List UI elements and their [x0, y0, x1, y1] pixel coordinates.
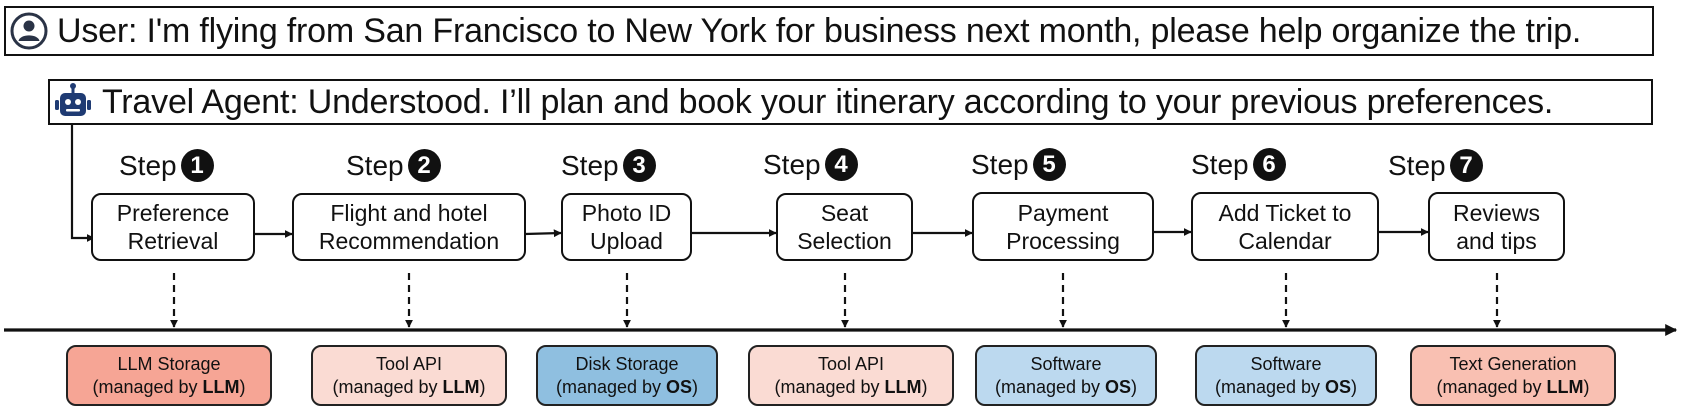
resource-manager-line: (managed by LLM) — [332, 376, 486, 397]
resource-4-box: Tool API (managed by LLM) — [748, 345, 954, 406]
step-number-badge: 5 — [1032, 148, 1066, 181]
resource-manager-line: (managed by OS) — [1214, 376, 1358, 397]
step-box-line2: Processing — [1006, 227, 1120, 254]
step-box-line2: Selection — [797, 228, 892, 254]
resource-manager: LLM — [884, 376, 922, 397]
step-5-label: Step 5 — [971, 148, 1066, 181]
resource-name: Software — [1250, 353, 1322, 374]
step-4-label: Step 4 — [763, 148, 858, 181]
step-number-badge: 7 — [1449, 149, 1483, 182]
step-box-line1: Reviews — [1453, 199, 1540, 226]
step-word: Step — [971, 148, 1029, 180]
resource-name: Tool API — [375, 353, 443, 374]
step-box-line1: Preference — [116, 200, 230, 226]
step-box-line2: Retrieval — [127, 228, 219, 254]
user-message-text: User: I'm flying from San Francisco to N… — [57, 11, 1582, 50]
step-word: Step — [346, 149, 404, 181]
step-word: Step — [1388, 149, 1446, 181]
step-2-label: Step 2 — [346, 149, 441, 182]
resource-manager-line: (managed by LLM) — [774, 376, 928, 397]
step-box-line2: Recommendation — [318, 228, 500, 254]
step-7-label: Step 7 — [1388, 149, 1483, 182]
resource-7-box: Text Generation (managed by LLM) — [1410, 345, 1616, 406]
step-box-line2: Upload — [590, 228, 663, 254]
step-word: Step — [763, 148, 821, 180]
step-word: Step — [119, 149, 177, 181]
resource-name: LLM Storage — [117, 353, 221, 374]
resource-manager-line: (managed by OS) — [994, 376, 1138, 397]
resource-manager-line: (managed by OS) — [555, 376, 699, 397]
robot-icon — [54, 82, 92, 122]
agent-message-text: Travel Agent: Understood. I’ll plan and … — [102, 82, 1554, 121]
resource-manager-line: (managed by LLM) — [92, 376, 246, 397]
step-number-badge: 4 — [824, 148, 858, 181]
resource-2-box: Tool API (managed by LLM) — [311, 345, 507, 406]
step-box-line1: Payment — [1017, 199, 1109, 226]
step-word: Step — [1191, 148, 1249, 180]
resource-manager: OS — [1105, 376, 1132, 397]
user-circle-icon — [9, 11, 49, 51]
resource-1-box: LLM Storage (managed by LLM) — [66, 345, 272, 406]
step2-to-step3-arrow — [524, 229, 562, 238]
step-box-line1: Add Ticket to — [1218, 199, 1352, 226]
step-number-badge: 6 — [1252, 148, 1286, 181]
resource-manager: LLM — [1546, 376, 1584, 397]
step-box-line2: Calendar — [1238, 227, 1332, 254]
agent-message: Travel Agent: Understood. I’ll plan and … — [48, 79, 1653, 125]
resource-name: Disk Storage — [575, 353, 679, 374]
resource-name: Text Generation — [1449, 353, 1577, 374]
step-word: Step — [561, 149, 619, 181]
resource-manager: OS — [1325, 376, 1352, 397]
resource-6-box: Software (managed by OS) — [1195, 345, 1377, 406]
resource-manager-line: (managed by LLM) — [1436, 376, 1590, 397]
step-number-badge: 1 — [180, 149, 214, 182]
step-box-line1: Seat — [820, 200, 869, 226]
resource-name: Software — [1030, 353, 1102, 374]
resource-manager: OS — [666, 376, 693, 397]
step-box-line1: Flight and hotel — [330, 200, 488, 226]
agent-to-step1-arrow — [70, 125, 95, 242]
resource-name: Tool API — [817, 353, 885, 374]
resource-5-box: Software (managed by OS) — [975, 345, 1157, 406]
step-1-label: Step 1 — [119, 149, 214, 182]
step-3-label: Step 3 — [561, 149, 656, 182]
step-number-badge: 2 — [407, 149, 441, 182]
resource-manager: LLM — [442, 376, 480, 397]
user-message: User: I'm flying from San Francisco to N… — [4, 6, 1654, 56]
step-6-label: Step 6 — [1191, 148, 1286, 181]
step-number-badge: 3 — [622, 149, 656, 182]
resource-3-box: Disk Storage (managed by OS) — [536, 345, 718, 406]
step-box-line1: Photo ID — [581, 200, 672, 226]
step-box-line2: and tips — [1456, 227, 1537, 254]
resource-manager: LLM — [202, 376, 240, 397]
